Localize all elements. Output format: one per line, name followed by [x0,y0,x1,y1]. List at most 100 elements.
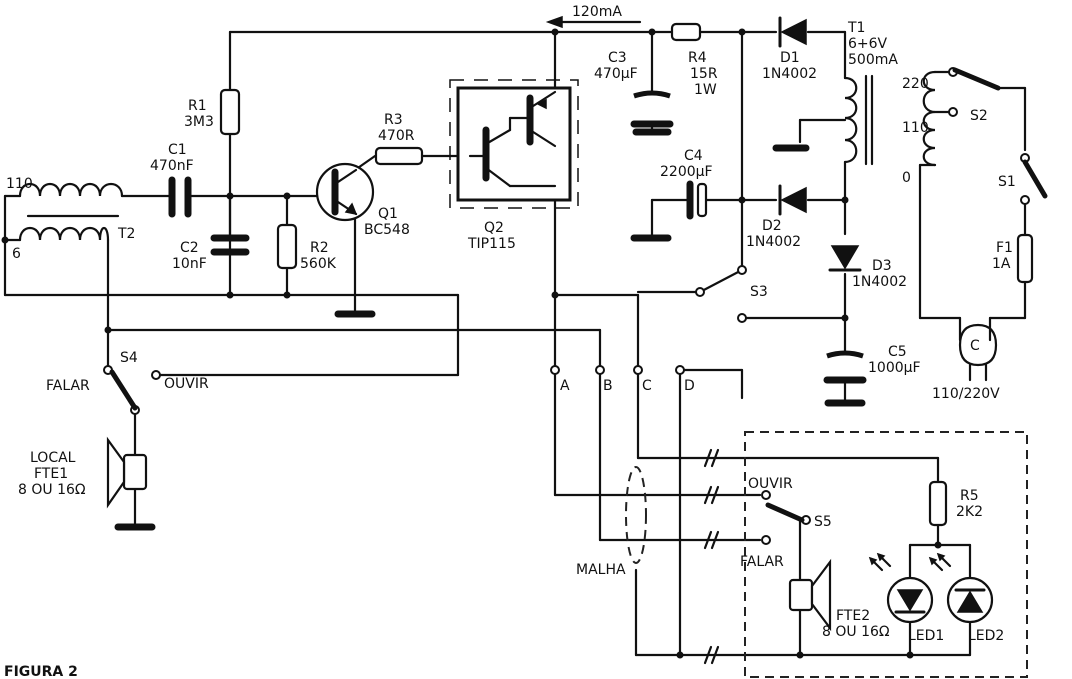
q2-value: TIP115 [467,236,516,252]
s5-talk: FALAR [740,554,784,570]
r2-value: 560K [300,256,337,272]
d3-value: 1N4002 [852,274,907,290]
r4-ref: R4 [688,50,707,66]
switch-s2: S2 [948,67,1001,124]
switch-s5: S5 OUVIR FALAR [740,476,832,570]
r1-value: 3M3 [184,114,214,130]
resistor-r5: R5 2K2 [928,480,983,527]
shield-label: MALHA [576,562,626,578]
power-plug: C 110/220V [932,316,1000,402]
q2-ref: Q2 [484,220,504,236]
t2-tap-low: 6 [12,246,21,262]
r4-power: 1W [694,82,717,98]
speaker-fte1: LOCAL FTE1 8 OU 16Ω [18,436,148,509]
s5-listen: OUVIR [748,476,793,492]
speaker-fte2: FTE2 8 OU 16Ω [788,558,890,640]
diode-d2: D2 1N4002 [746,184,807,250]
led1-ref: LED1 [908,628,944,644]
capacitor-c5: C5 1000µF [823,344,921,384]
capacitor-c1: C1 470nF [150,142,194,218]
r3-value: 470R [378,128,415,144]
s3-ref: S3 [750,284,768,300]
fuse-f1: F1 1A [992,233,1034,284]
current-arrow: 120mA [545,4,642,29]
s4-talk: FALAR [46,378,90,394]
c4-value: 2200µF [660,164,713,180]
t1-tap-0: 0 [902,170,911,186]
c1-ref: C1 [168,142,187,158]
plug-letter: C [970,338,980,354]
t2-tap-high: 110 [6,176,33,192]
transistor-q2: Q2 TIP115 [449,79,579,252]
terminal-block: A B C D [550,365,695,394]
switch-s4: S4 FALAR OUVIR [46,350,209,415]
fte1-line2: FTE1 [34,466,68,482]
t1-current: 500mA [848,52,898,68]
diode-d1: D1 1N4002 [762,16,817,82]
r4-value: 15R [690,66,718,82]
t1-tap-110: 110 [902,120,929,136]
fte2-ref: FTE2 [836,608,870,624]
resistor-r2: R2 560K [276,223,337,272]
transformer-t2: 110 6 T2 [6,176,135,262]
cable-break-marks [703,448,720,665]
capacitor-c2: C2 10nF [172,194,250,272]
t1-value: 6+6V [848,36,888,52]
led-led1: LED1 [868,552,944,644]
c2-ref: C2 [180,240,199,256]
terminal-b: B [603,378,613,394]
capacitor-c4: C4 2200µF [660,148,713,220]
junction-dots [1,28,942,659]
c3-ref: C3 [608,50,627,66]
d2-ref: D2 [762,218,782,234]
led2-ref: LED2 [968,628,1004,644]
t2-ref: T2 [117,226,135,242]
fte2-value: 8 OU 16Ω [822,624,890,640]
switch-s3: S3 [695,265,768,323]
capacitor-c3: C3 470µF [594,50,674,128]
led-led2: LED2 [928,552,1004,644]
remote-station-box [744,431,1028,678]
t1-ref: T1 [847,20,865,36]
s4-ref: S4 [120,350,138,366]
c5-ref: C5 [888,344,907,360]
transformer-t1: T1 6+6V 500mA 220 110 0 [798,20,937,186]
t1-tap-220: 220 [902,76,929,92]
r5-value: 2K2 [956,504,983,520]
q1-value: BC548 [364,222,410,238]
r3-ref: R3 [384,112,403,128]
terminal-c: C [642,378,652,394]
terminal-d: D [684,378,695,394]
figure-label: FIGURA 2 [4,664,78,679]
transistor-q1: Q1 BC548 [315,162,410,238]
r1-ref: R1 [188,98,207,114]
r5-ref: R5 [960,488,979,504]
s2-ref: S2 [970,108,988,124]
c4-ref: C4 [684,148,703,164]
resistor-r3: R3 470R [374,112,424,166]
diode-d3: D3 1N4002 [828,245,907,290]
fte1-line1: LOCAL [30,450,76,466]
resistor-r1: R1 3M3 [184,88,241,136]
cable-shield: MALHA [576,466,647,578]
c3-value: 470µF [594,66,638,82]
switch-s1: S1 [998,153,1048,205]
c2-value: 10nF [172,256,207,272]
s1-ref: S1 [998,174,1016,190]
resistor-r4: R4 15R 1W [670,22,718,98]
r2-ref: R2 [310,240,329,256]
d3-ref: D3 [872,258,892,274]
current-label: 120mA [572,4,622,20]
s4-listen: OUVIR [164,376,209,392]
plug-voltage: 110/220V [932,386,1000,402]
d2-value: 1N4002 [746,234,801,250]
c1-value: 470nF [150,158,194,174]
f1-ref: F1 [996,240,1013,256]
f1-value: 1A [992,256,1011,272]
s5-ref: S5 [814,514,832,530]
c5-value: 1000µF [868,360,921,376]
d1-ref: D1 [780,50,800,66]
fte1-value: 8 OU 16Ω [18,482,86,498]
q1-ref: Q1 [378,206,398,222]
